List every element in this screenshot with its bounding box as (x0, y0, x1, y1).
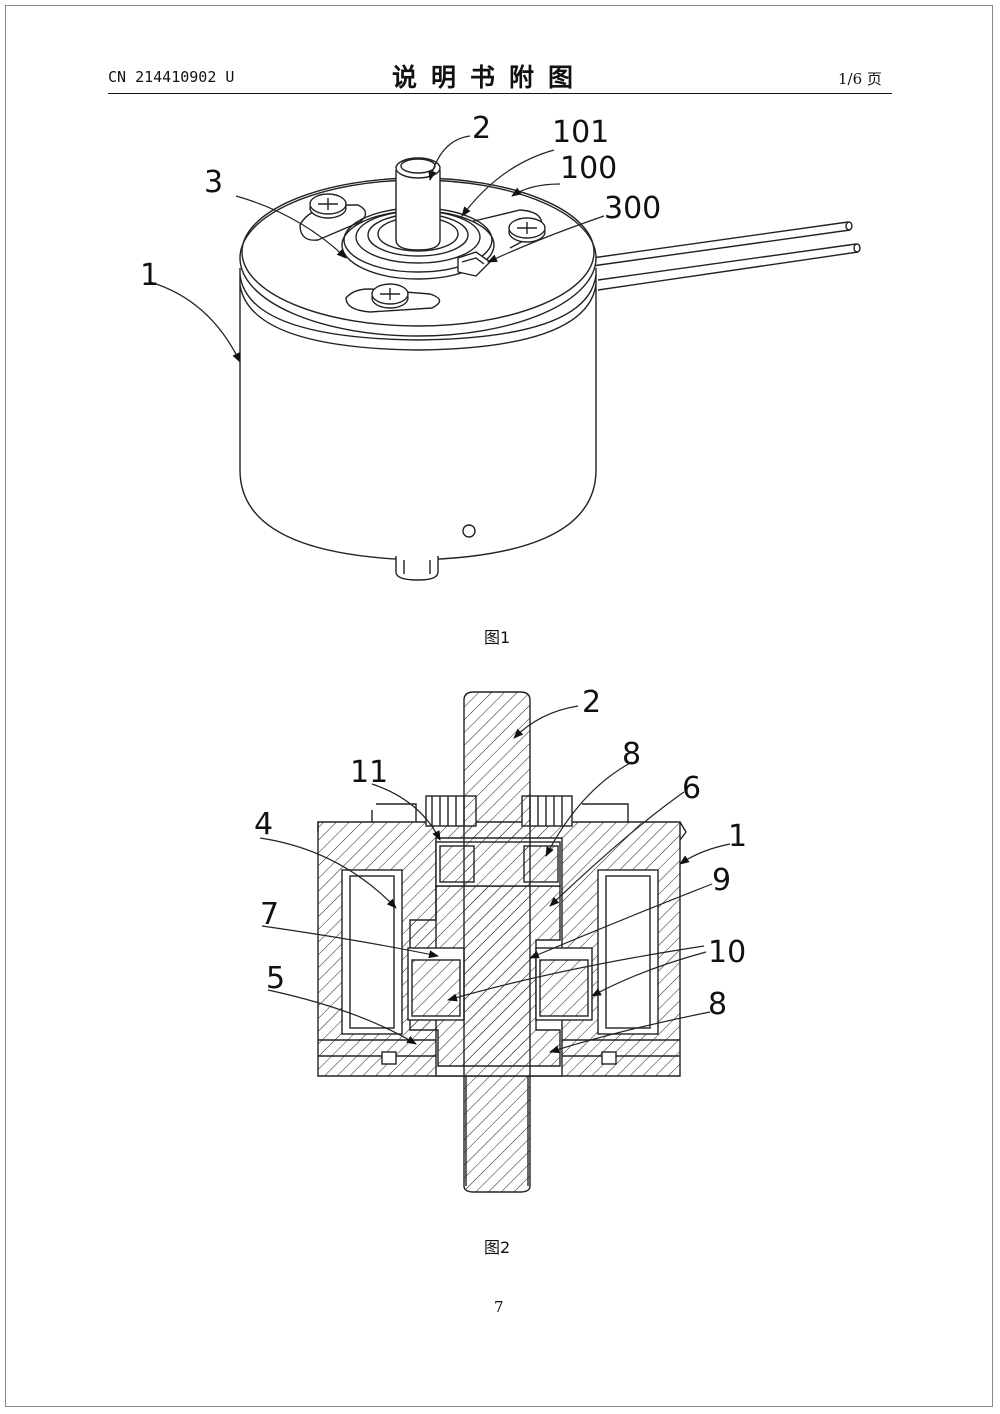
right-winding-window (597, 869, 659, 1035)
figure2-leaders (259, 705, 731, 1054)
fig2-label-8-top: 8 (622, 737, 641, 772)
bottom-shaft (395, 556, 439, 581)
fig1-label-2: 2 (472, 111, 491, 146)
figure1-leaders (149, 135, 605, 363)
fig2-label-7: 7 (260, 897, 279, 932)
page-title: 说明书附图 (392, 63, 588, 92)
page-number: 7 (494, 1298, 504, 1316)
fig2-label-6: 6 (682, 771, 701, 806)
fig2-label-9: 9 (712, 863, 731, 898)
fig2-label-4: 4 (254, 807, 273, 842)
fig1-label-101: 101 (552, 115, 609, 150)
figure1-caption: 图1 (484, 628, 511, 647)
fig2-label-1: 1 (728, 819, 747, 854)
fig1-label-300: 300 (604, 191, 661, 226)
left-winding-window (341, 869, 403, 1035)
fig1-label-100: 100 (560, 151, 617, 186)
fig1-label-3: 3 (204, 165, 223, 200)
output-shaft (395, 157, 441, 251)
page-border (5, 5, 993, 1407)
fig2-label-2: 2 (582, 685, 601, 720)
document-number: CN 214410902 U (108, 68, 235, 86)
page-label: 1/6 页 (838, 70, 882, 88)
fig2-label-8-bottom: 8 (708, 987, 727, 1022)
screws (309, 193, 546, 309)
shaft-section (463, 691, 531, 1193)
lead-wires (591, 221, 861, 291)
figure1-drawing (149, 135, 861, 581)
fig1-label-1: 1 (140, 258, 159, 293)
fig2-label-5: 5 (266, 961, 285, 996)
figure2-caption: 图2 (484, 1238, 511, 1257)
fig2-label-10: 10 (708, 935, 746, 970)
fig2-label-11: 11 (350, 755, 388, 790)
header-rule (108, 93, 892, 94)
figure2-drawing (259, 691, 731, 1193)
